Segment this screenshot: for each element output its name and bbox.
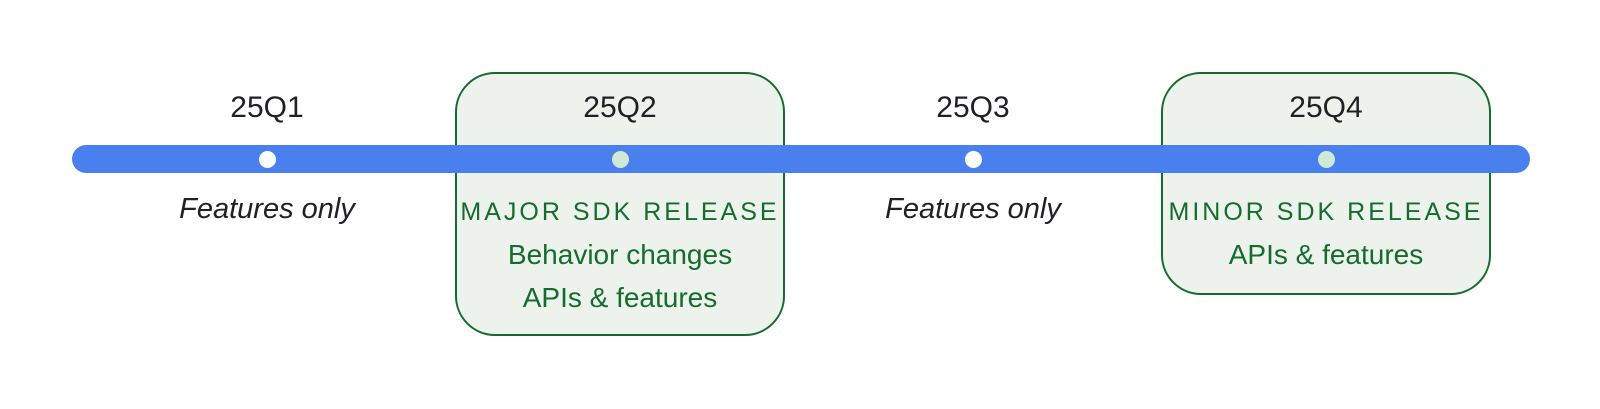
release-heading-25q4: MINOR SDK RELEASE: [1168, 198, 1484, 226]
release-line-25q2-apis-features: APIs & features: [522, 282, 718, 313]
release-box-25q2: [455, 72, 785, 336]
quarter-note-25q1: Features only: [179, 193, 355, 225]
release-line-25q4-apis-features: APIs & features: [1228, 239, 1424, 270]
quarter-note-25q3: Features only: [885, 193, 1061, 225]
quarter-label-25q4: 25Q4: [1289, 91, 1363, 124]
quarter-label-25q1: 25Q1: [230, 91, 304, 124]
release-heading-25q2: MAJOR SDK RELEASE: [460, 198, 780, 226]
release-line-25q2-behavior-changes: Behavior changes: [507, 239, 733, 270]
timeline-dot-25q1: [259, 151, 276, 168]
quarter-label-25q3: 25Q3: [936, 91, 1010, 124]
quarter-label-25q2: 25Q2: [583, 91, 657, 124]
timeline-dot-25q4: [1318, 151, 1335, 168]
timeline-dot-25q2: [612, 151, 629, 168]
timeline-dot-25q3: [965, 151, 982, 168]
release-box-25q4: [1161, 72, 1491, 295]
timeline-bar: [72, 145, 1530, 173]
